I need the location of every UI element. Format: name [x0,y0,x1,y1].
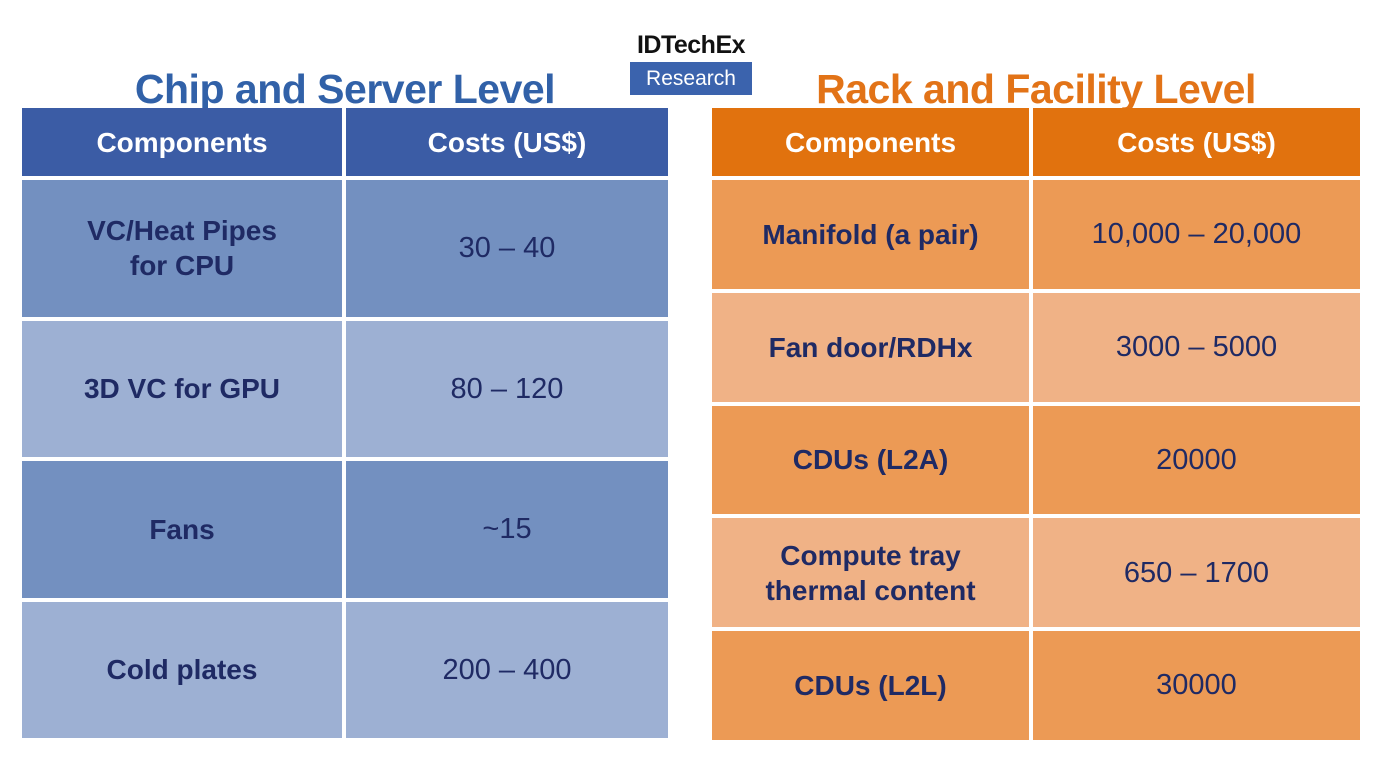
component-cell: VC/Heat Pipes for CPU [22,180,342,317]
cost-cell: 20000 [1033,405,1360,515]
costs-header-cell: Costs (US$) [1033,108,1360,176]
idtechex-logo: IDTechEx Research [630,30,752,95]
component-cell: CDUs (L2A) [712,405,1029,515]
chip-server-title: Chip and Server Level [134,66,556,113]
cost-cell: 200 – 400 [346,601,668,738]
rack-facility-title: Rack and Facility Level [816,66,1256,113]
costs-header-cell: Costs (US$) [346,108,668,176]
component-cell: Compute tray thermal content [712,518,1029,628]
component-cell: Fans [22,461,342,598]
cost-cell: ~15 [346,461,668,598]
component-cell: 3D VC for GPU [22,320,342,457]
cost-cell: 650 – 1700 [1033,518,1360,628]
cost-cell: 10,000 – 20,000 [1033,180,1360,289]
components-header-cell: Components [22,108,342,176]
cost-cell: 3000 – 5000 [1033,292,1360,402]
component-cell: Cold plates [22,601,342,738]
idtechex-research-badge: Research [630,62,752,95]
idtechex-logo-text: IDTechEx [636,31,746,59]
cost-cell: 30 – 40 [346,180,668,317]
component-cell: CDUs (L2L) [712,631,1029,740]
components-header-cell: Components [712,108,1029,176]
component-cell: Manifold (a pair) [712,180,1029,289]
component-cell: Fan door/RDHx [712,292,1029,402]
cost-cell: 80 – 120 [346,320,668,457]
cost-cell: 30000 [1033,631,1360,740]
